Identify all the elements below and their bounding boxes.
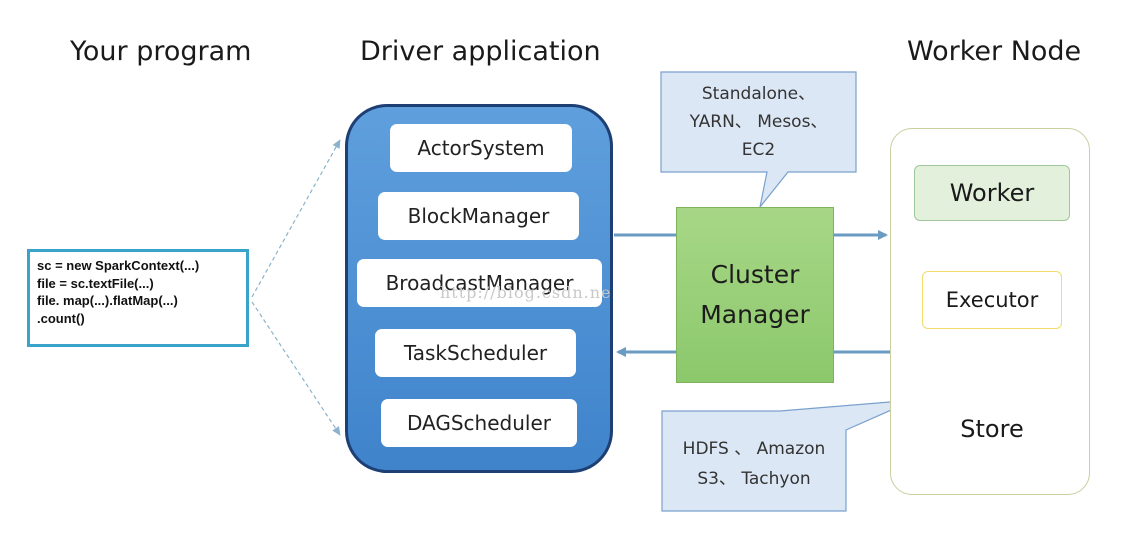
component-block-manager: BlockManager [378,192,579,240]
callout-top-line: EC2 [741,140,776,160]
dashed-connector-bottom [251,301,341,436]
watermark-text: http://blog.csdn.ne [440,283,612,302]
dashed-connector-top [251,139,341,298]
worker-box: Worker [914,165,1070,221]
component-dag-scheduler: DAGScheduler [381,399,577,447]
store-label: Store [960,415,1024,443]
executor-box: Executor [922,271,1062,329]
callout-bottom-line: S3、 Tachyon [697,469,811,489]
callout-top-bubble [660,71,857,208]
code-line: sc = new SparkContext(...) [37,258,200,273]
callout-top-line: YARN、 Mesos、 [689,112,828,132]
driver-application-container: ActorSystem BlockManager BroadcastManage… [345,104,613,473]
title-driver-application: Driver application [360,36,601,67]
code-line: file. map(...).flatMap(...) [37,293,178,308]
cluster-manager-box: Cluster Manager [676,207,834,383]
callout-bottom-text: HDFS 、 Amazon S3、 Tachyon [662,434,846,494]
component-actor-system: ActorSystem [390,124,572,172]
title-your-program: Your program [70,36,252,67]
component-task-scheduler: TaskScheduler [375,329,576,377]
title-worker-node: Worker Node [907,36,1082,67]
code-line: .count() [37,310,85,326]
component-broadcast-manager: BroadcastManager [357,259,602,307]
callout-bottom-line: HDFS 、 Amazon [682,439,826,459]
code-line: file = sc.textFile(...) [37,275,154,291]
program-code-box: sc = new SparkContext(...) file = sc.tex… [27,249,249,347]
callout-bottom-bubble [661,399,915,512]
cluster-manager-label-1: Cluster [710,260,800,289]
cluster-manager-label-2: Manager [700,300,810,329]
callout-top-text: Standalone、 YARN、 Mesos、 EC2 [661,80,856,164]
callout-top-line: Standalone、 [701,84,816,104]
